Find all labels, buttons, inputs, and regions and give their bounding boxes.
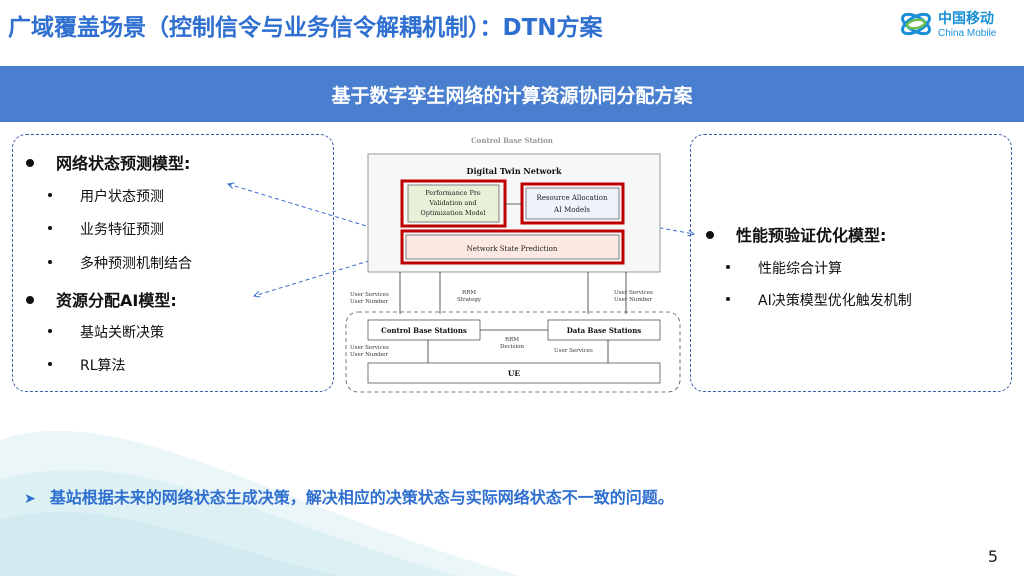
perf-model-line1: Performance Pre xyxy=(425,189,481,197)
list-item-text: RL算法 xyxy=(80,358,126,374)
bullet-dot xyxy=(48,260,52,264)
bullet-dot xyxy=(26,295,34,304)
perf-model-line3: Optimization Model xyxy=(420,209,485,217)
bullet-dot xyxy=(48,193,52,197)
nsp-highlight xyxy=(400,229,625,265)
bullet-dot xyxy=(26,158,34,167)
chevron-right-icon: ➤ xyxy=(24,491,36,507)
bullet-dot xyxy=(48,362,52,366)
user-left-bottom-line1: User Services xyxy=(350,345,389,351)
list-item-text: 用户状态预测 xyxy=(80,189,164,205)
ue-label: UE xyxy=(508,369,521,378)
logo-text-en: China Mobile xyxy=(938,28,997,39)
banner-title: 基于数字孪生网络的计算资源协同分配方案 xyxy=(331,84,693,107)
section-banner: 基于数字孪生网络的计算资源协同分配方案 xyxy=(0,66,1024,122)
res-model-line1: Resource Allocation xyxy=(537,194,608,202)
china-mobile-logo: 中国移动 China Mobile xyxy=(898,6,1018,46)
bullet-dot xyxy=(48,226,52,230)
left-section2-title: 资源分配AI模型: xyxy=(26,287,177,311)
right-section1-title: 性能预验证优化模型: xyxy=(706,222,886,246)
list-item-text: AI决策模型优化触发机制 xyxy=(758,293,912,309)
list-item-text: 业务特征预测 xyxy=(80,222,164,238)
base-station-region xyxy=(345,311,681,393)
dtn-architecture-diagram: Control Base Station Digital Twin Networ… xyxy=(345,136,681,393)
res-model-box xyxy=(525,187,620,220)
list-item: AI决策模型优化触发机制 xyxy=(726,290,912,310)
user-right-top-line1: User Services xyxy=(614,290,653,296)
background-wave-decoration xyxy=(0,430,520,576)
user-left-bottom-line2: User Number xyxy=(350,352,388,358)
bullet-dot xyxy=(706,230,714,239)
dtn-label: Digital Twin Network xyxy=(467,166,562,176)
list-item: 性能综合计算 xyxy=(726,258,842,278)
conclusion-text: ➤ 基站根据未来的网络状态生成决策，解决相应的决策状态与实际网络状态不一致的问题。 xyxy=(24,484,674,508)
left-section2-title-text: 资源分配AI模型: xyxy=(56,291,177,310)
dbs-label: Data Base Stations xyxy=(567,326,642,335)
page-number: 5 xyxy=(987,547,998,566)
nsp-box xyxy=(405,234,620,260)
diagram-outer-label: Control Base Station xyxy=(471,136,553,145)
perf-model-box xyxy=(407,184,500,223)
cbs-label: Control Base Stations xyxy=(381,326,467,335)
perf-model-line2: Validation and xyxy=(428,199,476,207)
res-model-line2: AI Models xyxy=(553,206,590,214)
rrm-decision-line1: RRM xyxy=(505,337,519,343)
res-model-highlight xyxy=(520,182,625,225)
user-left-top-line2: User Number xyxy=(350,299,388,305)
logo-text-cn: 中国移动 xyxy=(938,11,994,27)
page-title: 广域覆盖场景（控制信令与业务信令解耦机制）：DTN方案 xyxy=(8,15,603,41)
rrm-strategy-line1: RRM xyxy=(462,290,476,296)
list-item: 业务特征预测 xyxy=(48,219,164,239)
perf-model-highlight xyxy=(400,179,507,228)
right-panel xyxy=(690,134,1012,392)
user-left-top-line1: User Services xyxy=(350,292,389,298)
rrm-decision-line2: Decision xyxy=(500,344,524,350)
left-section1-title: 网络状态预测模型: xyxy=(26,150,190,174)
list-item-text: 多种预测机制结合 xyxy=(80,256,192,272)
list-item: 用户状态预测 xyxy=(48,186,164,206)
conclusion-body: 基站根据未来的网络状态生成决策，解决相应的决策状态与实际网络状态不一致的问题。 xyxy=(49,488,674,507)
user-right-bottom: User Services xyxy=(554,348,593,354)
list-item: 基站关断决策 xyxy=(48,322,164,342)
left-section1-title-text: 网络状态预测模型: xyxy=(56,154,191,173)
list-item: 多种预测机制结合 xyxy=(48,253,192,273)
ue-box xyxy=(367,362,661,384)
list-item: RL算法 xyxy=(48,355,126,375)
nsp-label: Network State Prediction xyxy=(467,245,558,253)
bullet-dot xyxy=(726,265,730,269)
china-mobile-logo-icon xyxy=(901,12,931,36)
list-item-text: 基站关断决策 xyxy=(80,325,164,341)
bullet-dot xyxy=(726,297,730,301)
rrm-strategy-line2: Strategy xyxy=(457,297,482,303)
user-right-top-line2: User Number xyxy=(614,297,652,303)
right-section1-title-text: 性能预验证优化模型: xyxy=(736,226,887,245)
bullet-dot xyxy=(48,329,52,333)
list-item-text: 性能综合计算 xyxy=(758,261,842,277)
